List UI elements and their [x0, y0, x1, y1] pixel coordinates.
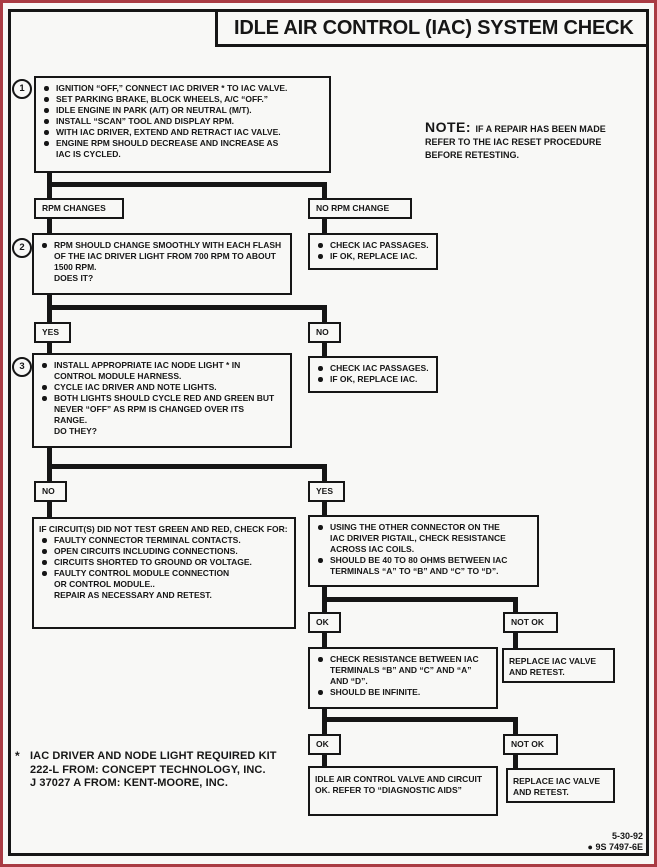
step-1-item: INSTALL “SCAN” TOOL AND DISPLAY RPM.	[56, 116, 235, 126]
footnote-line-2: 222-L FROM: CONCEPT TECHNOLOGY, INC.	[30, 763, 266, 776]
connector-line	[322, 464, 327, 483]
step-3-item: INSTALL APPROPRIATE IAC NODE LIGHT * IN …	[54, 360, 241, 381]
note-line-3: BEFORE RETESTING.	[425, 149, 520, 160]
connector-line	[47, 182, 327, 187]
connector-line	[513, 631, 518, 650]
circuit-check-item: CIRCUITS SHORTED TO GROUND OR VOLTAGE.	[54, 557, 252, 567]
document-date: 5-30-92	[611, 831, 643, 841]
note-line-2: REFER TO THE IAC RESET PROCEDURE	[425, 137, 602, 147]
circuit-check-item: OPEN CIRCUITS INCLUDING CONNECTIONS.	[54, 546, 238, 556]
check-iac-item: IF OK, REPLACE IAC.	[330, 251, 418, 261]
branch-label-not-ok-2: NOT OK	[503, 734, 558, 755]
check-iac-item: CHECK IAC PASSAGES.	[330, 363, 429, 373]
check-iac-item: CHECK IAC PASSAGES.	[330, 240, 429, 250]
step-2-text: RPM SHOULD CHANGE SMOOTHLY WITH EACH FLA…	[54, 240, 282, 272]
branch-label-yes-1: YES	[34, 322, 71, 343]
note-block: NOTE: IF A REPAIR HAS BEEN MADE REFER TO…	[425, 120, 647, 161]
procedure-box-step-2: RPM SHOULD CHANGE SMOOTHLY WITH EACH FLA…	[32, 233, 292, 295]
branch-label-no-2: NO	[34, 481, 67, 502]
procedure-box-step-3: INSTALL APPROPRIATE IAC NODE LIGHT * IN …	[32, 353, 292, 448]
action-box-check-iac-1: CHECK IAC PASSAGES. IF OK, REPLACE IAC.	[308, 233, 438, 270]
circuit-checks-footer: REPAIR AS NECESSARY AND RETEST.	[54, 590, 212, 600]
action-box-system-ok: IDLE AIR CONTROL VALVE AND CIRCUIT OK. R…	[308, 766, 498, 816]
step-3-item: BOTH LIGHTS SHOULD CYCLE RED AND GREEN B…	[54, 393, 275, 425]
footnote-line-3: J 37027 A FROM: KENT-MOORE, INC.	[30, 777, 228, 789]
step-1-item: WITH IAC DRIVER, EXTEND AND RETRACT IAC …	[56, 127, 281, 137]
step-number-3: 3	[12, 357, 32, 377]
connector-line	[322, 631, 327, 649]
action-box-circuit-checks: IF CIRCUIT(S) DID NOT TEST GREEN AND RED…	[32, 517, 296, 629]
step-1-item: IGNITION “OFF,” CONNECT IAC DRIVER * TO …	[56, 83, 288, 93]
note-line-1: IF A REPAIR HAS BEEN MADE	[475, 124, 606, 134]
system-ok-text: IDLE AIR CONTROL VALVE AND CIRCUIT OK. R…	[315, 774, 483, 795]
resistance-1-item: SHOULD BE 40 TO 80 OHMS BETWEEN IAC TERM…	[330, 555, 508, 576]
step-1-item: IDLE ENGINE IN PARK (A/T) OR NEUTRAL (M/…	[56, 105, 252, 115]
footnote-asterisk: *	[15, 749, 20, 763]
replace-iac-text: REPLACE IAC VALVE AND RETEST.	[513, 776, 601, 797]
footnote-line-1: IAC DRIVER AND NODE LIGHT REQUIRED KIT	[30, 750, 277, 762]
connector-line	[322, 597, 518, 602]
branch-label-no-rpm-change: NO RPM CHANGE	[308, 198, 412, 219]
action-box-check-iac-2: CHECK IAC PASSAGES. IF OK, REPLACE IAC.	[308, 356, 438, 393]
branch-label-rpm-changes: RPM CHANGES	[34, 198, 124, 219]
connector-line	[513, 753, 518, 770]
circuit-checks-header: IF CIRCUIT(S) DID NOT TEST GREEN AND RED…	[39, 524, 288, 534]
connector-line	[513, 717, 518, 736]
connector-line	[322, 341, 327, 357]
branch-label-ok-1: OK	[308, 612, 341, 633]
branch-label-ok-2: OK	[308, 734, 341, 755]
check-iac-item: IF OK, REPLACE IAC.	[330, 374, 418, 384]
branch-label-no-1: NO	[308, 322, 341, 343]
connector-line	[513, 597, 518, 613]
step-1-item: ENGINE RPM SHOULD DECREASE AND INCREASE …	[56, 138, 279, 159]
connector-line	[322, 182, 327, 199]
connector-line	[47, 500, 52, 519]
resistance-2-item: CHECK RESISTANCE BETWEEN IAC TERMINALS “…	[330, 654, 479, 686]
step-3-item: CYCLE IAC DRIVER AND NOTE LIGHTS.	[54, 382, 217, 392]
procedure-box-step-1: IGNITION “OFF,” CONNECT IAC DRIVER * TO …	[34, 76, 331, 173]
replace-iac-text: REPLACE IAC VALVE AND RETEST.	[509, 656, 597, 677]
action-box-resistance-1: USING THE OTHER CONNECTOR ON THE IAC DRI…	[308, 515, 539, 587]
note-label: NOTE:	[425, 119, 472, 135]
connector-line	[322, 500, 327, 517]
page-title: IDLE AIR CONTROL (IAC) SYSTEM CHECK	[215, 9, 649, 47]
connector-line	[47, 341, 52, 354]
circuit-check-item: FAULTY CONTROL MODULE CONNECTION OR CONT…	[54, 568, 230, 589]
connector-line	[322, 717, 518, 722]
branch-label-not-ok-1: NOT OK	[503, 612, 558, 633]
action-box-replace-iac-1: REPLACE IAC VALVE AND RETEST.	[502, 648, 615, 683]
connector-line	[47, 305, 327, 310]
connector-line	[322, 753, 327, 768]
circuit-check-item: FAULTY CONNECTOR TERMINAL CONTACTS.	[54, 535, 241, 545]
footnote-block: IAC DRIVER AND NODE LIGHT REQUIRED KIT 2…	[30, 750, 310, 791]
connector-line	[322, 217, 327, 234]
step-3-question: DO THEY?	[54, 426, 97, 436]
branch-label-yes-2: YES	[308, 481, 345, 502]
connector-line	[47, 464, 327, 469]
step-1-item: SET PARKING BRAKE, BLOCK WHEELS, A/C “OF…	[56, 94, 269, 104]
action-box-replace-iac-2: REPLACE IAC VALVE AND RETEST.	[506, 768, 615, 803]
document-info: 5-30-92 ● 9S 7497-6E	[588, 831, 643, 853]
resistance-1-item: USING THE OTHER CONNECTOR ON THE IAC DRI…	[330, 522, 506, 554]
resistance-2-item: SHOULD BE INFINITE.	[330, 687, 421, 697]
action-box-resistance-2: CHECK RESISTANCE BETWEEN IAC TERMINALS “…	[308, 647, 498, 709]
connector-line	[47, 217, 52, 234]
connector-line	[322, 305, 327, 324]
step-2-question: DOES IT?	[54, 273, 94, 283]
document-code: ● 9S 7497-6E	[587, 842, 643, 852]
step-number-1: 1	[12, 79, 32, 99]
step-number-2: 2	[12, 238, 32, 258]
